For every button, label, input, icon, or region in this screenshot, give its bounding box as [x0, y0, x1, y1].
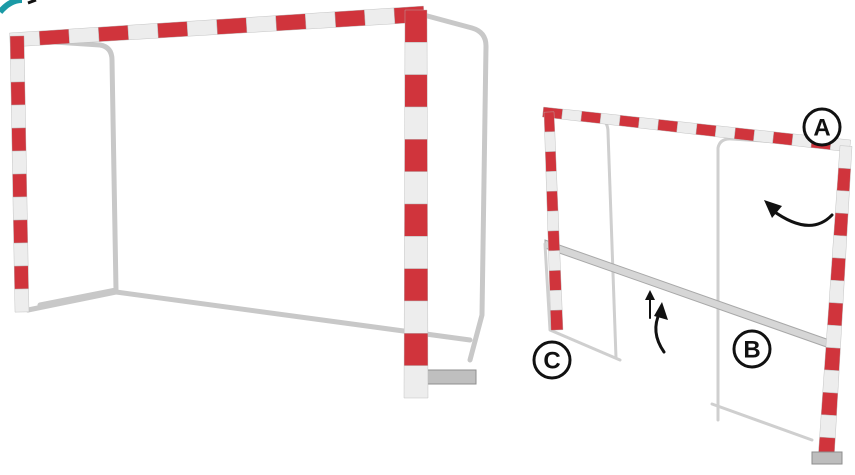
left-goal-right-post-stripe: [404, 366, 428, 398]
right-goal-crossbar-stripe: [715, 126, 735, 139]
left-goal-crossbar-stripe: [335, 10, 366, 27]
right-goal-crossbar-stripe: [753, 130, 773, 143]
left-goal-crossbar-stripe: [39, 29, 69, 45]
left-goal-crossbar-stripe: [187, 20, 218, 37]
right-goal-right-post-stripe: [820, 415, 837, 438]
right-goal-right-post-stripe: [827, 303, 843, 326]
assembled-goal: [10, 6, 486, 398]
left-goal-right-post-stripe: [404, 204, 427, 236]
left-goal-crossbar: [10, 6, 425, 47]
right-goal-crossbar-stripe: [658, 119, 678, 132]
left-goal-left-post-stripe: [10, 36, 24, 59]
corner-badge-fragment-icon: [0, 0, 36, 12]
fold-arrow-center-icon: [654, 302, 668, 352]
left-goal-left-post-stripe: [12, 128, 26, 151]
right-goal-left-post-stripe: [547, 211, 559, 231]
left-goal-right-post-stripe: [404, 269, 428, 301]
right-goal-striped-frame: [542, 107, 852, 464]
right-goal-left-post-stripe: [550, 310, 563, 330]
right-goal-ground-bar: [712, 404, 812, 440]
left-goal-left-post-stripe: [11, 82, 25, 105]
left-goal-left-post-stripe: [14, 266, 28, 289]
left-goal-left-post: [10, 36, 29, 312]
right-goal-base-plate: [812, 452, 842, 464]
left-goal-right-post-stripe: [405, 75, 428, 107]
right-goal-crossbar-stripe: [619, 115, 639, 128]
callout-c-label: C: [543, 348, 560, 375]
right-goal-left-post-stripe: [549, 270, 561, 290]
left-goal-crossbar-stripe: [128, 23, 158, 39]
left-goal-left-post-stripe: [13, 197, 27, 220]
right-goal-crossbar-stripe: [734, 128, 754, 141]
right-goal-right-post-stripe: [838, 146, 852, 169]
left-goal-left-post-stripe: [14, 243, 28, 266]
right-goal-crossbar-stripe: [696, 124, 716, 137]
left-goal-crossbar-stripe: [305, 12, 336, 29]
left-goal-left-post-stripe: [13, 174, 27, 197]
left-goal-crossbar-stripe: [69, 27, 99, 43]
right-goal-crossbar-stripe: [600, 113, 620, 125]
right-goal-right-post-stripe: [834, 213, 848, 236]
left-goal-right-post-stripe: [404, 333, 428, 365]
left-goal-right-post-stripe: [405, 139, 428, 171]
folding-goal: A B C: [534, 107, 852, 464]
left-goal-crossbar-stripe: [157, 21, 187, 38]
left-goal-depth-frame-left: [24, 40, 116, 305]
callout-a-label: A: [813, 115, 830, 142]
left-goal-left-post-stripe: [13, 220, 27, 243]
left-goal-right-post-stripe: [405, 10, 427, 42]
left-goal-depth-frame-right: [420, 14, 486, 360]
right-goal-right-post-stripe: [835, 190, 849, 213]
right-goal-folding-bar: [545, 240, 835, 350]
left-goal-ground-left: [28, 292, 116, 310]
right-goal-left-post-stripe: [548, 251, 560, 271]
callout-b-label: B: [743, 337, 760, 364]
left-goal-left-post-stripe: [10, 59, 24, 82]
right-goal-left-post-stripe: [547, 191, 559, 211]
right-goal-crossbar-stripe: [562, 109, 582, 121]
right-goal-right-post-stripe: [824, 347, 840, 370]
right-goal-right-post-stripe: [823, 370, 839, 393]
right-goal-right-post-stripe: [829, 280, 844, 303]
right-goal-left-post-stripe: [545, 132, 556, 152]
callout-b: B: [734, 331, 770, 367]
left-goal-crossbar-stripe: [217, 18, 248, 35]
right-goal-left-post-stripe: [545, 151, 556, 171]
right-goal-right-post: [818, 146, 852, 461]
right-goal-right-post-stripe: [831, 258, 846, 281]
left-goal-right-post-stripe: [405, 172, 428, 204]
left-goal-left-post-stripe: [11, 105, 25, 128]
right-goal-crossbar-stripe: [677, 121, 697, 134]
right-goal-left-post-stripe: [546, 171, 557, 191]
left-goal-crossbar-stripe: [246, 16, 277, 33]
right-goal-right-post-stripe: [837, 168, 851, 191]
left-goal-left-post-stripe: [15, 289, 29, 312]
right-goal-right-post-stripe: [821, 392, 838, 415]
right-goal-right-post-stripe: [826, 325, 842, 348]
left-goal-right-post: [404, 10, 428, 398]
right-goal-crossbar-stripe: [638, 117, 658, 130]
left-goal-right-post-stripe: [404, 236, 427, 268]
left-goal-striped-frame: [10, 6, 428, 398]
right-goal-crossbar-stripe: [773, 132, 793, 146]
left-goal-right-post-stripe: [405, 42, 427, 74]
left-goal-crossbar-stripe: [364, 8, 395, 26]
callout-a: A: [804, 109, 840, 145]
fold-arrow-top-right-icon: [764, 200, 832, 225]
right-goal-left-post-stripe: [550, 290, 562, 310]
left-goal-crossbar-stripe: [276, 14, 307, 31]
left-goal-crossbar-stripe: [98, 25, 128, 41]
right-goal-left-post-stripe: [544, 112, 555, 132]
left-goal-left-post-stripe: [12, 151, 26, 174]
right-goal-right-post-stripe: [832, 235, 847, 258]
right-goal-crossbar-stripe: [581, 111, 601, 123]
small-arrow-on-bar-icon: [645, 290, 655, 318]
callout-c: C: [534, 342, 570, 378]
right-goal-inner-frame-right: [718, 139, 840, 420]
right-goal-left-post-stripe: [548, 231, 560, 251]
left-goal-right-post-stripe: [405, 107, 428, 139]
left-goal-right-post-stripe: [404, 301, 428, 333]
